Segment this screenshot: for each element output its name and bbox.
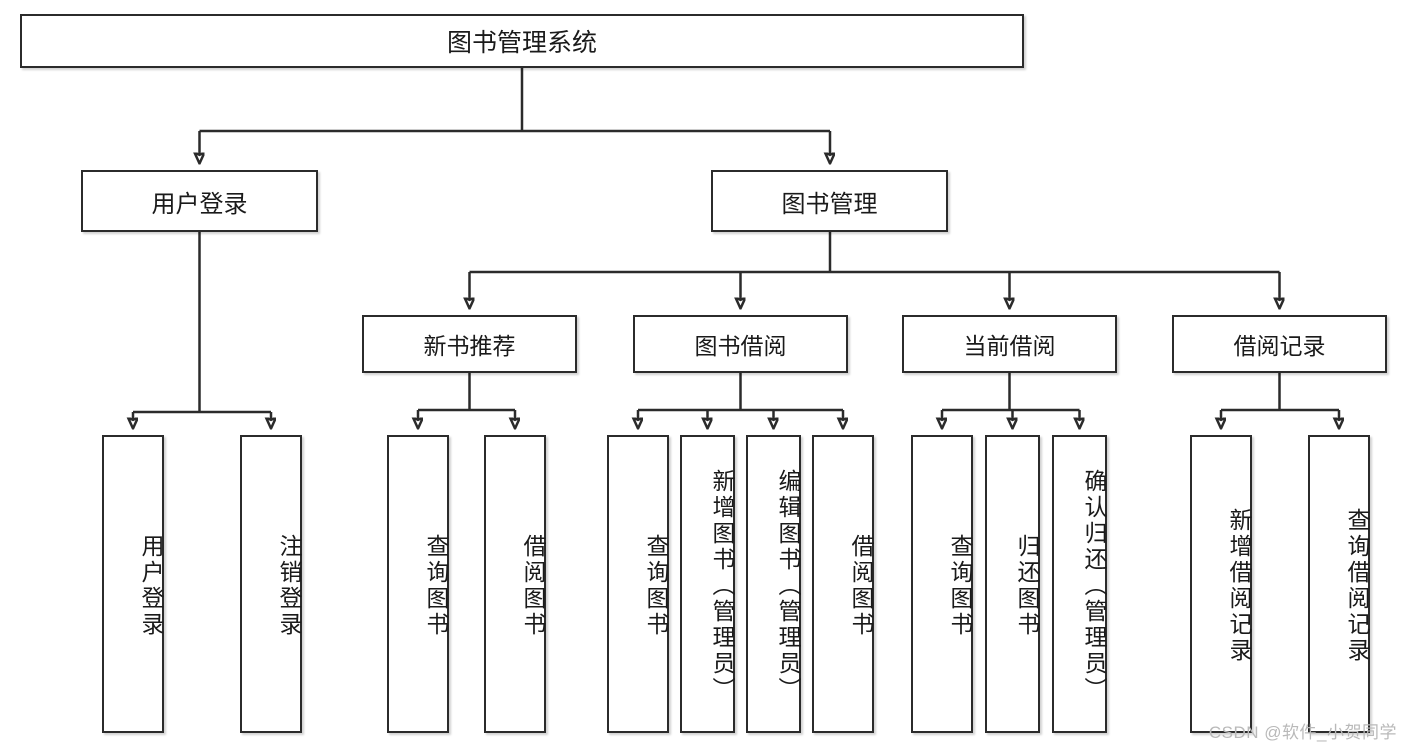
node-book-borrowing[interactable]: 图书借阅 [633,315,848,373]
node-leaf-query-book-current[interactable]: 查询图书 [911,435,973,733]
leaf-label: 新增借阅记录 [1226,508,1252,664]
node-borrowing-record[interactable]: 借阅记录 [1172,315,1387,373]
leaf-label: 查询图书 [643,534,669,638]
leaf-label: 确认归还（管理员） [1081,469,1107,703]
leaf-label: 查询图书 [423,534,449,638]
leaf-label: 新增图书（管理员） [709,469,735,703]
leaf-label: 借阅图书 [848,534,874,638]
node-leaf-borrow-book-borrow[interactable]: 借阅图书 [812,435,874,733]
leaf-label: 编辑图书（管理员） [775,469,801,703]
node-leaf-return-book[interactable]: 归还图书 [985,435,1040,733]
node-leaf-logout[interactable]: 注销登录 [240,435,302,733]
node-root-book-management-system[interactable]: 图书管理系统 [20,14,1024,68]
node-leaf-add-borrow-record[interactable]: 新增借阅记录 [1190,435,1252,733]
leaf-label: 查询借阅记录 [1344,508,1370,664]
node-book-management[interactable]: 图书管理 [711,170,948,232]
node-leaf-query-book-rec[interactable]: 查询图书 [387,435,449,733]
node-leaf-borrow-book-rec[interactable]: 借阅图书 [484,435,546,733]
node-new-book-recommendation[interactable]: 新书推荐 [362,315,577,373]
node-leaf-query-borrow-record[interactable]: 查询借阅记录 [1308,435,1370,733]
leaf-label: 借阅图书 [520,534,546,638]
node-current-borrowing[interactable]: 当前借阅 [902,315,1117,373]
leaf-label: 注销登录 [276,534,302,638]
leaf-label: 查询图书 [947,534,973,638]
node-leaf-query-book-borrow[interactable]: 查询图书 [607,435,669,733]
node-user-login[interactable]: 用户登录 [81,170,318,232]
leaf-label: 归还图书 [1014,534,1040,638]
csdn-watermark: CSDN @软件_小贺同学 [1208,723,1397,742]
leaf-label: 用户登录 [138,534,164,638]
node-leaf-confirm-return-admin[interactable]: 确认归还（管理员） [1052,435,1107,733]
node-leaf-edit-book-admin[interactable]: 编辑图书（管理员） [746,435,801,733]
node-leaf-user-login[interactable]: 用户登录 [102,435,164,733]
node-leaf-add-book-admin[interactable]: 新增图书（管理员） [680,435,735,733]
